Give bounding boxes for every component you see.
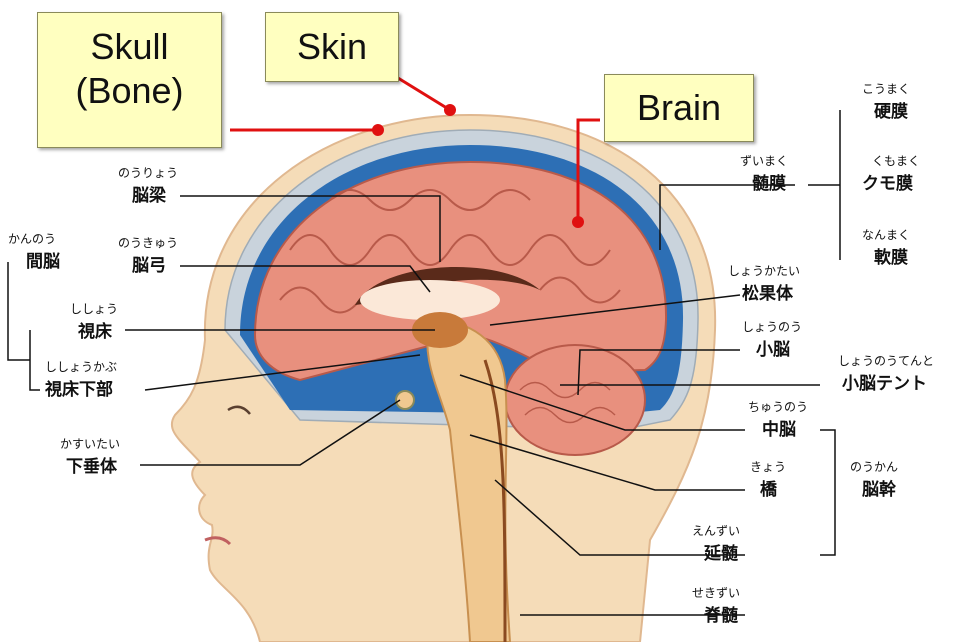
label-shounou-furigana: しょうのう	[742, 318, 802, 335]
label-enzui: えんずい 延髄	[692, 522, 740, 564]
label-nanmaku-text: 軟膜	[862, 243, 910, 268]
label-enzui-text: 延髄	[692, 539, 740, 564]
label-noukan-text: 脳幹	[850, 475, 898, 500]
label-kumomaku-text: クモ膜	[862, 169, 920, 194]
label-kannou: かんのう 間脳	[8, 230, 60, 272]
skull-callout: Skull (Bone)	[37, 12, 222, 148]
label-kumomaku: くもまく クモ膜	[862, 152, 920, 194]
label-shishokabu: ししょうかぶ 視床下部	[45, 358, 117, 400]
label-nanmaku-furigana: なんまく	[862, 226, 910, 243]
cerebellum	[505, 345, 645, 455]
label-noryo-text: 脳梁	[118, 181, 178, 206]
label-koumaku-furigana: こうまく	[862, 80, 910, 97]
label-chuunou: ちゅうのう 中脳	[748, 398, 808, 440]
label-noryo: のうりょう 脳梁	[118, 164, 178, 206]
label-sekizui-furigana: せきずい	[692, 584, 740, 601]
label-shoukatai-text: 松果体	[728, 279, 800, 304]
label-noukan-furigana: のうかん	[850, 458, 898, 475]
label-sekizui: せきずい 脊髄	[692, 584, 740, 626]
label-kannou-text: 間脳	[8, 247, 60, 272]
label-zuimaku-furigana: ずいまく	[740, 152, 788, 169]
label-nokyu: のうきゅう 脳弓	[118, 234, 178, 276]
label-kasuitai: かすいたい 下垂体	[60, 435, 120, 477]
label-chuunou-text: 中脳	[748, 415, 808, 440]
skin-callout: Skin	[265, 12, 399, 82]
skin-pointer-dot	[444, 104, 456, 116]
label-zuimaku: ずいまく 髄膜	[740, 152, 788, 194]
label-kyou-text: 橋	[750, 475, 786, 500]
brain-callout: Brain	[604, 74, 754, 142]
label-kyou-furigana: きょう	[750, 458, 786, 475]
label-nanmaku: なんまく 軟膜	[862, 226, 910, 268]
label-koumaku: こうまく 硬膜	[862, 80, 910, 122]
label-shishokabu-furigana: ししょうかぶ	[45, 358, 117, 375]
label-nokyu-text: 脳弓	[118, 251, 178, 276]
label-shoukatai: しょうかたい 松果体	[728, 262, 800, 304]
brain-pointer-dot	[572, 216, 584, 228]
label-shisho: ししょう 視床	[70, 300, 118, 342]
label-chuunou-furigana: ちゅうのう	[748, 398, 808, 415]
label-koumaku-text: 硬膜	[862, 97, 910, 122]
label-shishokabu-text: 視床下部	[45, 375, 117, 400]
label-shisho-text: 視床	[70, 317, 118, 342]
label-shounou-text: 小脳	[742, 335, 802, 360]
label-kyou: きょう 橋	[750, 458, 786, 500]
label-zuimaku-text: 髄膜	[740, 169, 788, 194]
label-sekizui-text: 脊髄	[692, 601, 740, 626]
label-enzui-furigana: えんずい	[692, 522, 740, 539]
label-nokyu-furigana: のうきゅう	[118, 234, 178, 251]
label-noukan: のうかん 脳幹	[850, 458, 898, 500]
label-kannou-furigana: かんのう	[8, 230, 60, 247]
skull-pointer-dot	[372, 124, 384, 136]
label-shisho-furigana: ししょう	[70, 300, 118, 317]
label-kumomaku-furigana: くもまく	[862, 152, 920, 169]
label-shoukatai-furigana: しょうかたい	[728, 262, 800, 279]
label-kasuitai-furigana: かすいたい	[60, 435, 120, 452]
label-kasuitai-text: 下垂体	[60, 452, 120, 477]
label-tento: しょうのうてんと 小脳テント	[838, 352, 934, 394]
label-shounou: しょうのう 小脳	[742, 318, 802, 360]
skull-callout-line1: Skull	[38, 25, 221, 69]
label-noryo-furigana: のうりょう	[118, 164, 178, 181]
label-tento-text: 小脳テント	[838, 369, 934, 394]
skull-callout-line2: (Bone)	[38, 69, 221, 113]
label-tento-furigana: しょうのうてんと	[838, 352, 934, 369]
